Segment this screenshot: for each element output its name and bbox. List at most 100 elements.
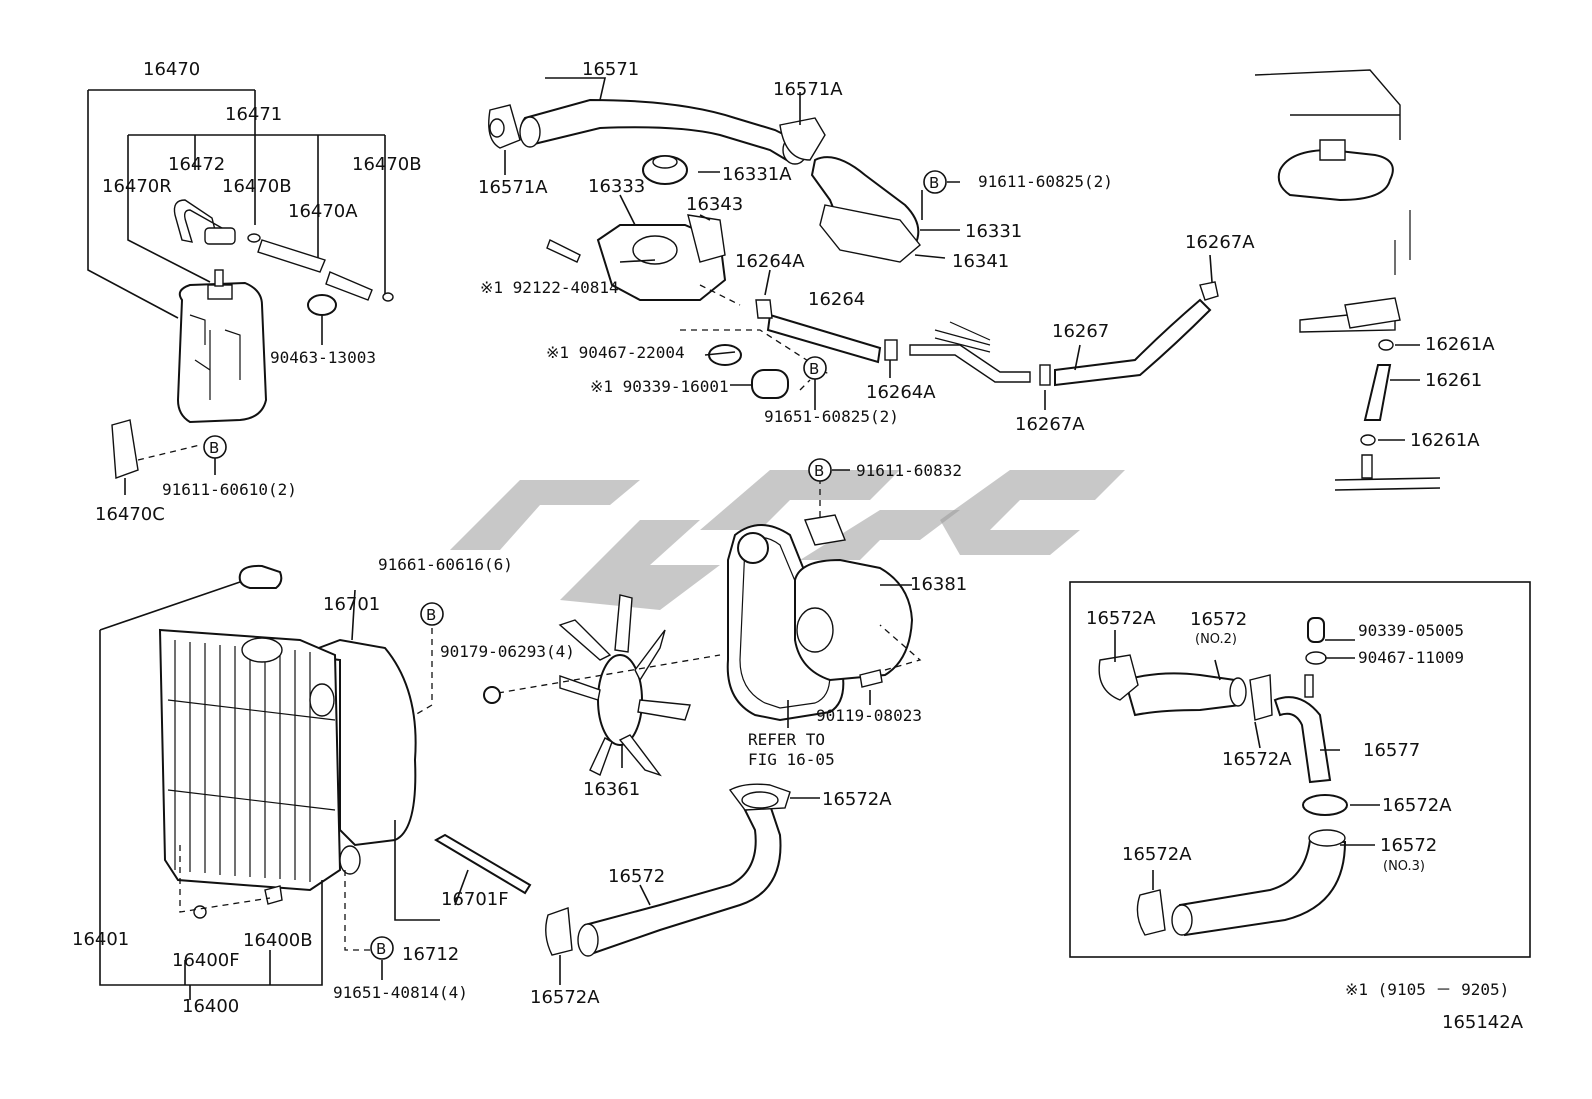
label-90339-05005: 90339-05005: [1358, 621, 1464, 640]
label-90463-13003: 90463-13003: [270, 348, 376, 367]
label-16333: 16333: [588, 176, 645, 197]
label-16572A-mid: 16572A: [822, 789, 892, 810]
label-16470C: 16470C: [95, 504, 165, 525]
label-16264: 16264: [808, 289, 865, 310]
label-91651-60825: 91651-60825(2): [764, 407, 899, 426]
label-90467-11009: 90467-11009: [1358, 648, 1464, 667]
label-16361: 16361: [583, 779, 640, 800]
refer-note-line1: REFER TO: [748, 730, 825, 749]
drain-cock-16400B: [264, 885, 283, 905]
label-inset-16572A-a: 16572A: [1086, 608, 1156, 629]
bypass-hose-16264: [766, 313, 882, 364]
label-16264A-a: 16264A: [735, 251, 805, 272]
footnote: ※1 (9105 － 9205): [1345, 980, 1509, 999]
bolt-90119: [859, 669, 883, 688]
label-90179-06293: 90179-06293(4): [440, 642, 575, 661]
plug-90339-16001: [751, 369, 789, 399]
label-16571: 16571: [582, 59, 639, 80]
reservoir-tank: [176, 281, 268, 424]
label-90467-22004: ※1 90467-22004: [546, 343, 685, 362]
hose-16577: [1273, 696, 1332, 784]
label-16331: 16331: [965, 221, 1022, 242]
label-inset-16572A-c: 16572A: [1382, 795, 1452, 816]
label-16470B-a: 16470B: [222, 176, 292, 197]
label-16572A-bot: 16572A: [530, 987, 600, 1008]
reservoir-bracket: [111, 419, 139, 479]
label-inset-16572A-d: 16572A: [1122, 844, 1192, 865]
bolt-marker: B: [376, 940, 386, 958]
bolt-marker: B: [814, 462, 824, 480]
reservoir-group: [87, 89, 394, 495]
hose-clamp-16571A-right: [779, 117, 826, 161]
water-pump-16381: [794, 558, 914, 682]
label-16400: 16400: [182, 996, 239, 1017]
fan-shroud-16701: [299, 638, 417, 847]
label-16331A: 16331A: [722, 164, 792, 185]
bolt-marker: B: [209, 439, 219, 457]
water-hose-16267: [1054, 298, 1212, 387]
bolt-marker: B: [929, 174, 939, 192]
label-16472: 16472: [168, 154, 225, 175]
hose-16572-no3: [1178, 838, 1347, 937]
label-16471: 16471: [225, 104, 282, 125]
label-16343: 16343: [686, 194, 743, 215]
heater-unit: [1277, 148, 1394, 202]
label-16400B: 16400B: [243, 930, 313, 951]
clamp-inset-c: [1302, 794, 1348, 816]
label-16267A-a: 16267A: [1185, 232, 1255, 253]
lower-radiator-hose: [583, 803, 782, 957]
inset-frame: [1069, 581, 1531, 958]
label-16470B-b: 16470B: [352, 154, 422, 175]
bolt-marker: B: [809, 360, 819, 378]
label-91611-60832: 91611-60832: [856, 461, 962, 480]
label-92122-40814: ※1 92122-40814: [480, 278, 619, 297]
label-16341: 16341: [952, 251, 1009, 272]
label-inset-16572: 16572: [1190, 609, 1247, 630]
clamp-inset-a: [1098, 654, 1139, 701]
label-16400F: 16400F: [172, 950, 240, 971]
heater-group: [1254, 69, 1441, 491]
clamp-90467-22004: [708, 344, 742, 366]
bolt-marker: B: [426, 606, 436, 624]
label-91661-60616: 91661-60616(6): [378, 555, 513, 574]
label-16712: 16712: [402, 944, 459, 965]
label-16261A-b: 16261A: [1410, 430, 1480, 451]
label-90339-16001: ※1 90339-16001: [590, 377, 729, 396]
hose-16572-no2: [1123, 672, 1242, 717]
gasket-16341: [819, 204, 921, 263]
overflow-hose-b: [325, 271, 373, 301]
label-91611-60610: 91611-60610(2): [162, 480, 297, 499]
label-16470A: 16470A: [288, 201, 358, 222]
nut-90179: [483, 686, 501, 704]
inset-hose-box: [1069, 581, 1531, 958]
label-inset-no2: (NO.2): [1195, 632, 1237, 647]
part-labels: 16470 16471 16472 16470R 16470B 16470B 1…: [72, 59, 1524, 1033]
label-16577: 16577: [1363, 740, 1420, 761]
label-16701: 16701: [323, 594, 380, 615]
label-16470R: 16470R: [102, 176, 172, 197]
bolt-markers: B B B B B B: [209, 174, 939, 958]
plug-90339-05005: [1307, 617, 1325, 643]
water-hose-16261: [1363, 364, 1392, 421]
thermostat-group: [488, 77, 1219, 410]
reservoir-cap: [207, 284, 233, 300]
overflow-hose-a: [257, 239, 326, 273]
label-90119-08023: 90119-08023: [816, 706, 922, 725]
label-16701F: 16701F: [441, 889, 509, 910]
gasket-16343: [687, 214, 726, 263]
stud-92122: [546, 239, 581, 263]
radiator-cap: [238, 564, 283, 589]
upper-radiator-hose: [520, 98, 797, 164]
label-16261A-a: 16261A: [1425, 334, 1495, 355]
heater-pipe: [909, 344, 1031, 383]
label-inset-no3: (NO.3): [1383, 859, 1425, 874]
label-inset-16572A-b: 16572A: [1222, 749, 1292, 770]
hose-clamp-lower-left: [545, 907, 573, 956]
clamp-inset-d: [1136, 889, 1166, 936]
label-inset-16572-no3: 16572: [1380, 835, 1437, 856]
label-16381: 16381: [910, 574, 967, 595]
label-16401: 16401: [72, 929, 129, 950]
label-16264A-b: 16264A: [866, 382, 936, 403]
